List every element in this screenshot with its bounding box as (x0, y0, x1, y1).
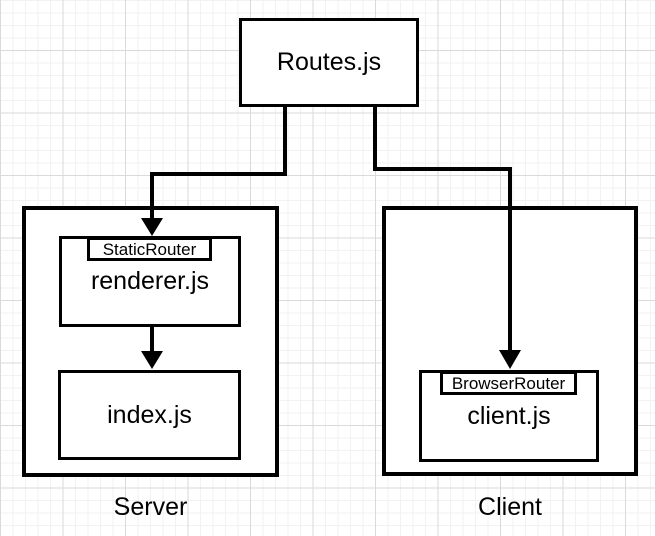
tag-static-router[interactable]: StaticRouter (87, 237, 212, 261)
connector-routes-to-renderer[interactable] (150, 107, 287, 220)
tag-static-router-label: StaticRouter (102, 239, 197, 259)
node-routes-js-label: Routes.js (276, 48, 382, 76)
arrowhead-routes-to-client (499, 350, 521, 369)
arrowhead-routes-to-renderer (141, 218, 163, 236)
node-renderer-js-label: renderer.js (90, 267, 210, 295)
node-index-js[interactable]: index.js (58, 370, 241, 460)
caption-client: Client (478, 493, 542, 521)
node-routes-js[interactable]: Routes.js (239, 18, 419, 107)
caption-server: Server (113, 493, 188, 521)
node-index-js-label: index.js (107, 400, 192, 429)
tag-browser-router-label: BrowserRouter (451, 373, 566, 393)
connector-routes-to-client[interactable] (373, 107, 512, 352)
node-client-js-label: client.js (467, 401, 551, 430)
arrowhead-renderer-to-index (141, 351, 163, 369)
tag-browser-router[interactable]: BrowserRouter (440, 371, 577, 395)
